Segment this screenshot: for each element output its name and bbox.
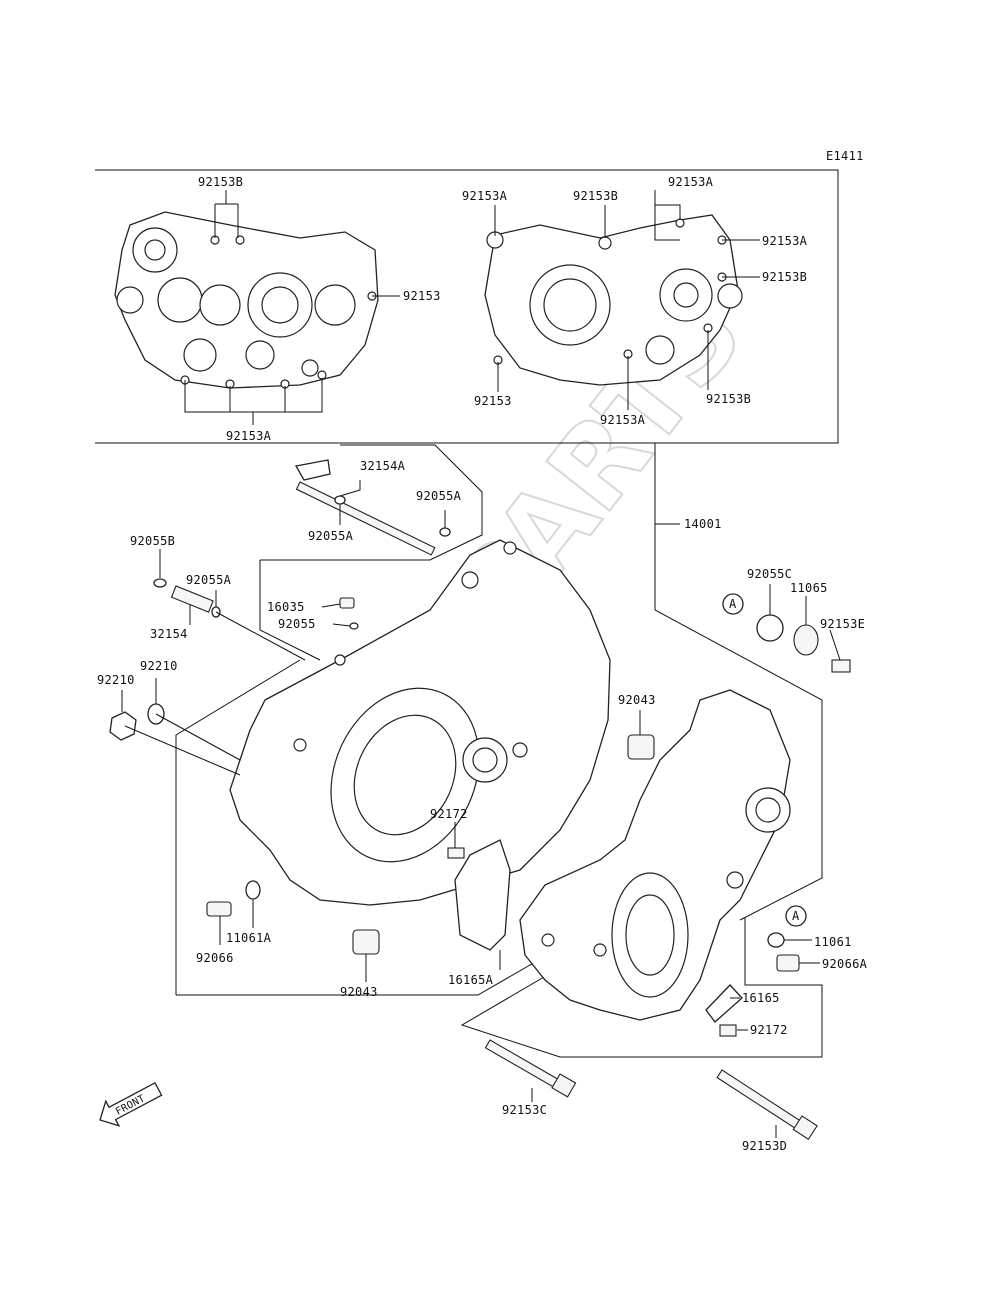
label-32154: 32154 [150,627,188,641]
shaft-32154A [294,459,436,556]
label-11065: 11065 [790,581,828,595]
label-92066: 92066 [196,951,234,965]
nut-92210-a [109,711,137,741]
label-92153A-r3: 92153A [762,234,808,248]
bolt-92066A [776,954,800,972]
fitting-16035 [339,597,355,609]
bolt-92172-b [719,1024,737,1037]
label-92043-bottom: 92043 [340,985,378,999]
washer-11061A [245,880,261,900]
label-92055A-2: 92055A [308,529,354,543]
part-labels: 92153B 92153 92153A 92153A 92153B 92153A… [97,175,868,1153]
washer-11061 [767,932,785,948]
left-crankcase-inner-view [114,211,379,389]
shaft-32154 [170,585,214,613]
bolt-92172-a [447,847,465,859]
label-92153B-top: 92153B [198,175,243,189]
left-crankcase-half [229,539,611,906]
label-92153A-left-bottom: 92153A [226,429,272,443]
label-92153D: 92153D [742,1139,787,1153]
label-92153A-r4: 92153A [600,413,646,427]
leader-lines [121,190,841,1138]
oring-92055A-shaft-right [439,527,451,537]
label-92210-2: 92210 [140,659,178,673]
label-92055C: 92055C [747,567,792,581]
right-crankcase-inner-view [484,214,743,386]
label-92055A-1: 92055A [416,489,462,503]
label-92153B-r1: 92153B [573,189,618,203]
oring-92055A-shaft-left [334,495,346,505]
label-16165A: 16165A [448,973,494,987]
label-11061: 11061 [814,935,852,949]
oring-92055C [756,614,784,642]
bolt-92153C [484,1039,577,1098]
label-92153E: 92153E [820,617,865,631]
oring-92055 [349,622,359,630]
label-92153-r: 92153 [474,394,512,408]
bolt-92066 [206,901,232,917]
label-11061A: 11061A [226,931,272,945]
label-92172-2: 92172 [750,1023,788,1037]
label-92153B-r3: 92153B [706,392,751,406]
label-92055B: 92055B [130,534,175,548]
callout-A-bottom-letter: A [792,909,800,923]
label-16035: 16035 [267,600,305,614]
label-14001: 14001 [684,517,722,531]
label-92153A-r1: 92153A [462,189,508,203]
plate-16165 [705,984,743,1023]
oring-92055B [153,578,167,588]
callout-A-top: A [722,593,744,615]
label-92153-left: 92153 [403,289,441,303]
front-arrow: FRONT [99,1081,163,1127]
label-92055A-3: 92055A [186,573,232,587]
label-92153A-r2: 92153A [668,175,714,189]
label-16165: 16165 [742,991,780,1005]
callout-A-top-letter: A [729,597,737,611]
right-crankcase-half [519,689,791,1021]
label-92210-1: 92210 [97,673,135,687]
dowel-pin-92043-right [627,734,655,760]
callout-A-bottom: A [785,905,807,927]
label-92043-right: 92043 [618,693,656,707]
diagram-code: E1411 [826,149,864,163]
plate-16165A [454,839,511,951]
label-32154A: 32154A [360,459,406,473]
label-92172-1: 92172 [430,807,468,821]
label-92066A: 92066A [822,957,868,971]
label-92153C: 92153C [502,1103,547,1117]
dowel-pin-92043-bottom [352,929,380,955]
frame-lines [95,169,839,1058]
bolt-92153D [716,1069,818,1140]
label-92055: 92055 [278,617,316,631]
cap-11065 [793,624,819,656]
bolt-92153E [831,659,851,673]
label-92153B-r2: 92153B [762,270,807,284]
